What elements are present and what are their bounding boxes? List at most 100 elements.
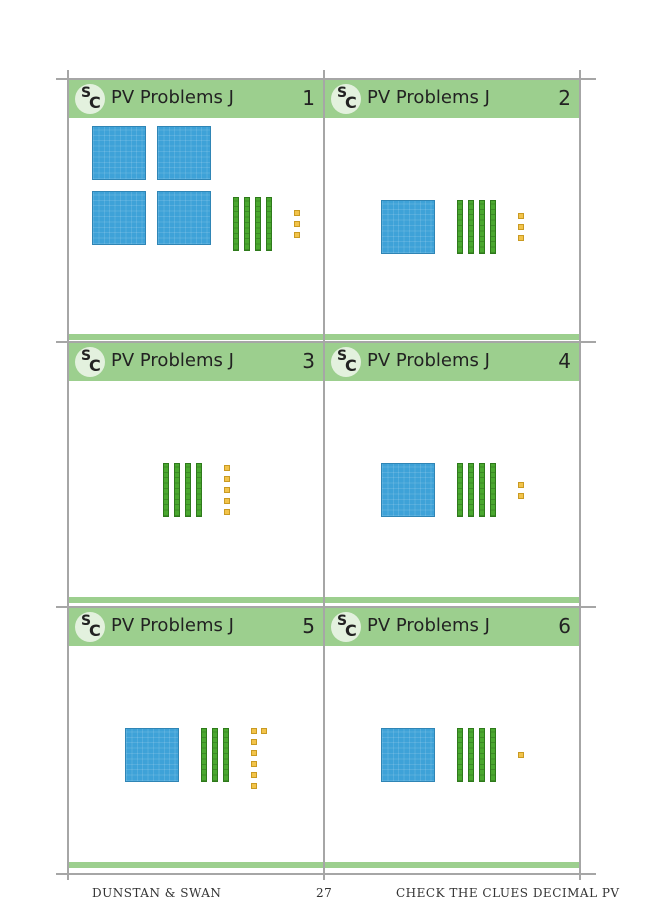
logo-letter-s: S: [337, 613, 348, 629]
one-unit-cube: [224, 498, 230, 504]
ten-rod: [196, 463, 202, 517]
one-unit-cube: [518, 482, 524, 488]
ten-rod: [479, 200, 485, 254]
logo-letter-c: C: [89, 93, 101, 112]
ten-rod: [479, 463, 485, 517]
one-unit-cube: [224, 509, 230, 515]
ten-rod: [255, 197, 261, 251]
hundred-flat: [381, 200, 435, 254]
base-ten-blocks: [325, 608, 579, 868]
footer-book-title: CHECK THE CLUES DECIMAL PV: [396, 886, 620, 900]
one-unit-cube: [251, 750, 257, 756]
card-footer-band: [325, 862, 579, 868]
one-unit-cube: [251, 772, 257, 778]
hundred-flat: [157, 191, 211, 245]
ten-rod: [490, 200, 496, 254]
grid-line-middle: [323, 70, 325, 880]
base-ten-blocks: [69, 80, 323, 340]
one-unit-cube: [251, 728, 257, 734]
logo-letter-s: S: [337, 348, 348, 364]
grid-line-row1: [56, 341, 596, 343]
card-number: 3: [302, 349, 315, 373]
hundred-flat: [381, 728, 435, 782]
grid-line-right: [579, 70, 581, 880]
card-title: PV Problems J: [367, 615, 490, 636]
ten-rod: [212, 728, 218, 782]
logo-letter-c: C: [345, 621, 357, 640]
logo-letter-s: S: [81, 348, 92, 364]
ten-rod: [233, 197, 239, 251]
logo-letter-c: C: [89, 356, 101, 375]
card-title: PV Problems J: [111, 87, 234, 108]
one-unit-cube: [224, 465, 230, 471]
grid-line-left: [67, 70, 69, 880]
logo-letter-c: C: [345, 356, 357, 375]
card-footer-band: [69, 597, 323, 603]
hundred-flat: [92, 191, 146, 245]
one-unit-cube: [251, 783, 257, 789]
ten-rod: [223, 728, 229, 782]
one-unit-cube: [518, 752, 524, 758]
ten-rod: [468, 728, 474, 782]
one-unit-cube: [294, 210, 300, 216]
one-unit-cube: [224, 476, 230, 482]
footer-author: DUNSTAN & SWAN: [92, 886, 222, 900]
card-footer-band: [69, 862, 323, 868]
card-number: 1: [302, 86, 315, 110]
card-footer-band: [69, 334, 323, 340]
card-title: PV Problems J: [111, 350, 234, 371]
logo-letter-c: C: [89, 621, 101, 640]
one-unit-cube: [294, 221, 300, 227]
grid-line-row2: [56, 606, 596, 608]
one-unit-cube: [294, 232, 300, 238]
ten-rod: [490, 463, 496, 517]
ten-rod: [479, 728, 485, 782]
one-unit-cube: [251, 739, 257, 745]
base-ten-blocks: [325, 80, 579, 340]
base-ten-blocks: [325, 343, 579, 603]
ten-rod: [457, 728, 463, 782]
card-number: 5: [302, 614, 315, 638]
grid-line-bottom: [56, 873, 596, 875]
base-ten-blocks: [69, 343, 323, 603]
base-ten-blocks: [69, 608, 323, 868]
ten-rod: [468, 200, 474, 254]
one-unit-cube: [261, 728, 267, 734]
hundred-flat: [125, 728, 179, 782]
ten-rod: [490, 728, 496, 782]
ten-rod: [468, 463, 474, 517]
card-footer-band: [325, 334, 579, 340]
logo-letter-s: S: [81, 85, 92, 101]
ten-rod: [201, 728, 207, 782]
grid-line-top: [56, 78, 596, 80]
logo-letter-s: S: [81, 613, 92, 629]
card-number: 6: [558, 614, 571, 638]
ten-rod: [174, 463, 180, 517]
card-footer-band: [325, 597, 579, 603]
one-unit-cube: [518, 493, 524, 499]
card-title: PV Problems J: [367, 87, 490, 108]
ten-rod: [457, 200, 463, 254]
one-unit-cube: [518, 224, 524, 230]
one-unit-cube: [518, 213, 524, 219]
one-unit-cube: [251, 761, 257, 767]
logo-letter-s: S: [337, 85, 348, 101]
card-title: PV Problems J: [367, 350, 490, 371]
